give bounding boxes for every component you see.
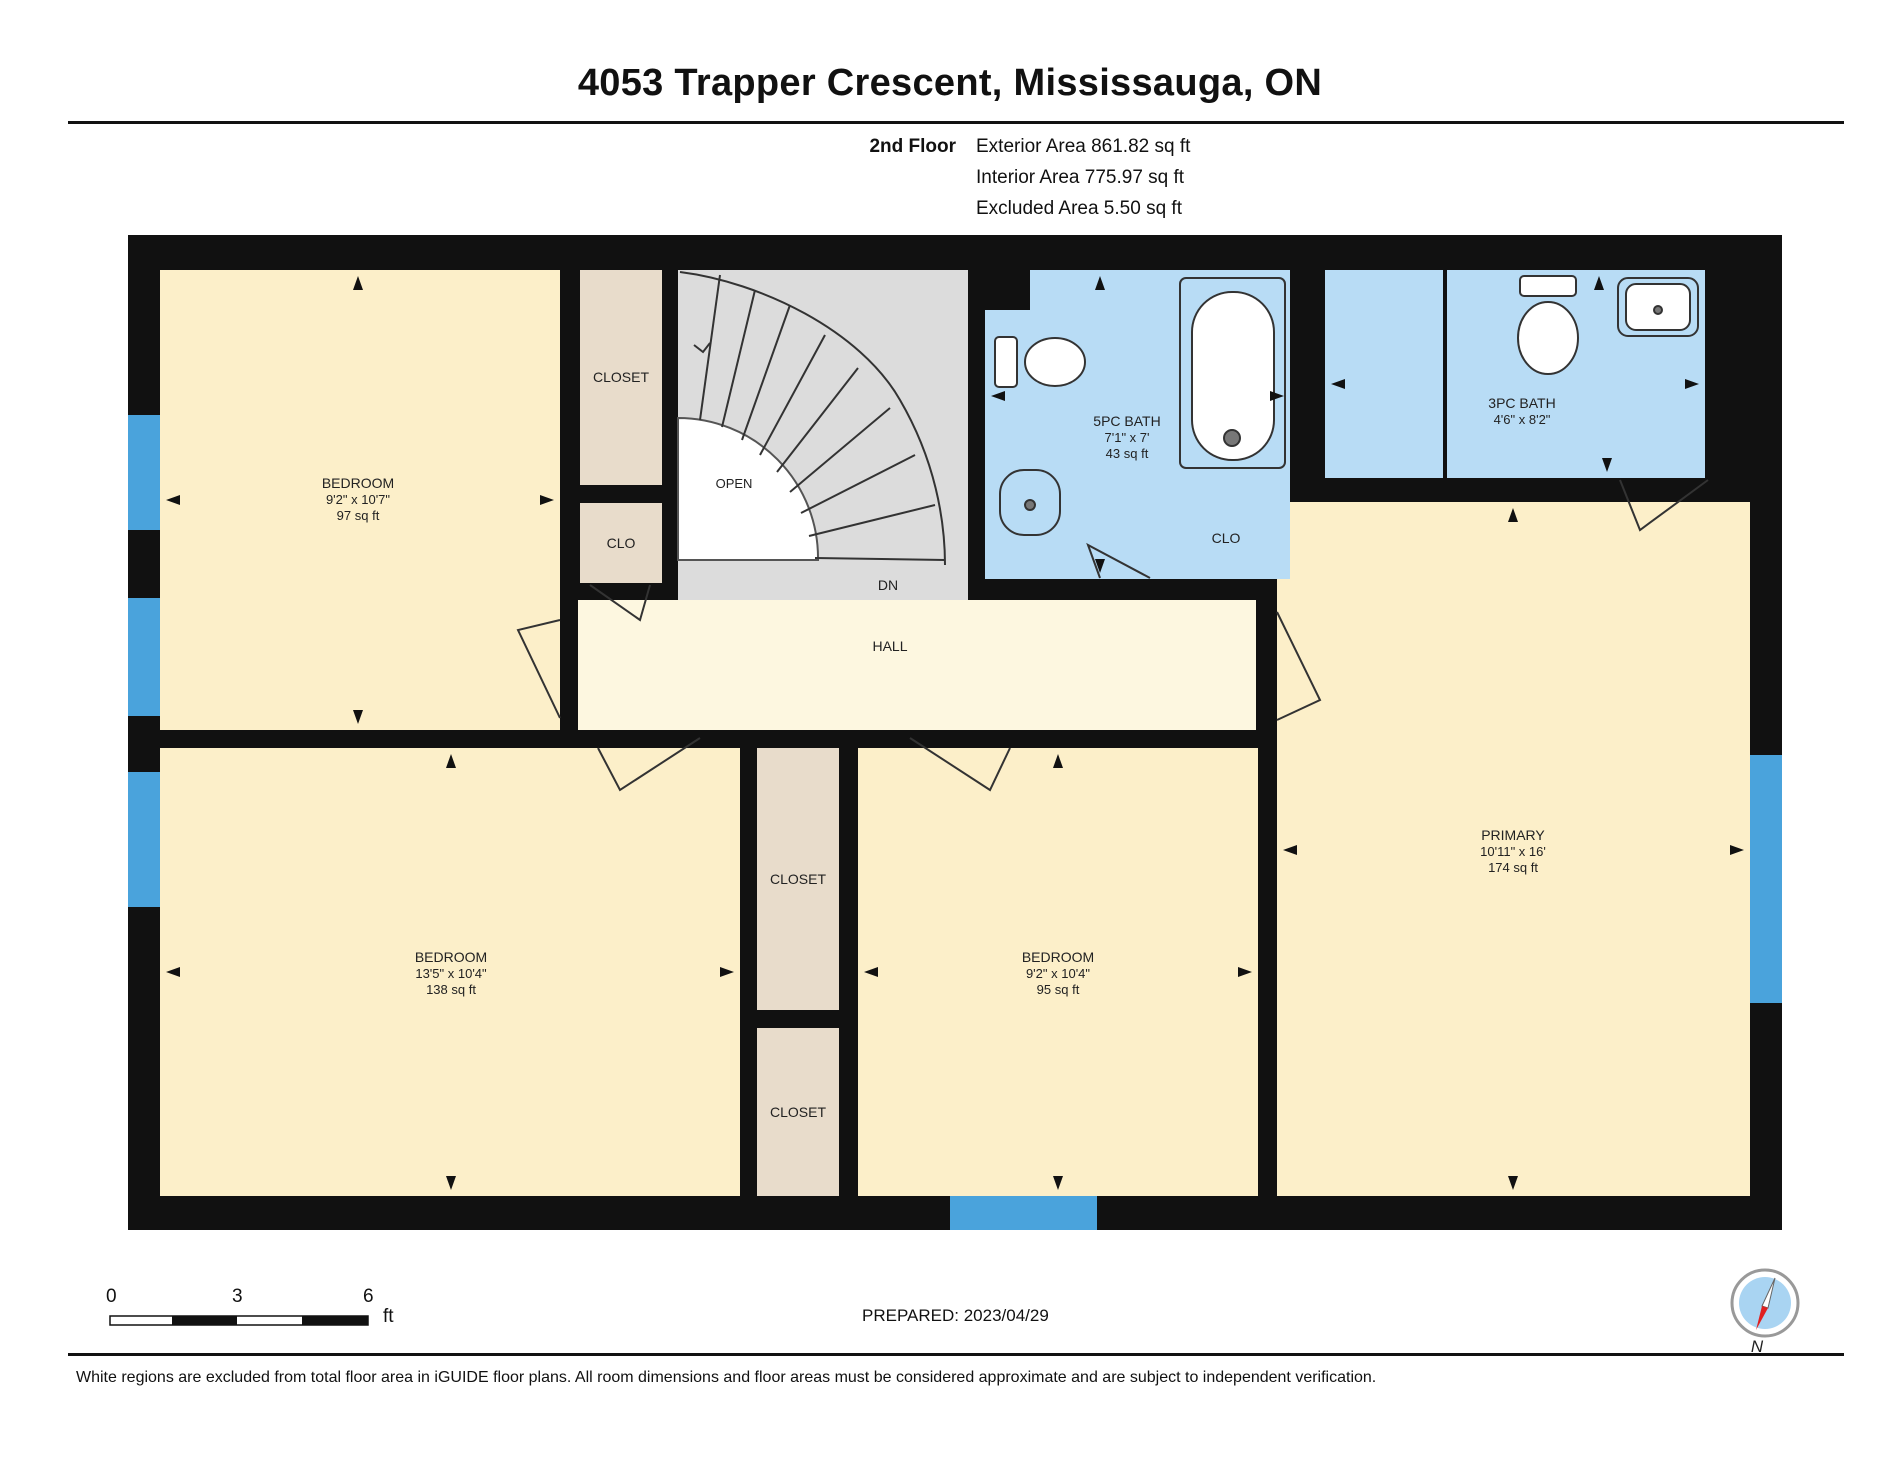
hall-label: HALL [872, 638, 907, 654]
open-label: OPEN [716, 476, 753, 491]
prepared-date: PREPARED: 2023/04/29 [862, 1306, 1049, 1325]
bath-3pc-dims: 4'6" x 8'2" [1494, 412, 1551, 427]
stairs [677, 270, 968, 600]
scale-bar [109, 1315, 369, 1326]
primary-area: 174 sq ft [1488, 860, 1538, 875]
closet-bottom [757, 1028, 839, 1196]
bedroom-nw [160, 270, 560, 730]
compass-icon [1730, 1268, 1800, 1338]
primary-bedroom [1277, 502, 1750, 1196]
stairs-down-label: DN [878, 577, 898, 593]
disclaimer-text: White regions are excluded from total fl… [76, 1369, 1377, 1386]
bath-5pc-dims: 7'1" x 7' [1105, 430, 1150, 445]
scale-unit: ft [383, 1306, 394, 1327]
compass-label: N [1751, 1337, 1764, 1356]
doors [516, 479, 1709, 792]
bottom-rule [68, 1353, 1844, 1356]
scale-zero: 0 [106, 1286, 117, 1307]
closet-mid-label: CLOSET [770, 871, 826, 887]
exterior-area: Exterior Area 861.82 sq ft [976, 136, 1191, 157]
fixtures [994, 275, 1699, 536]
bath-5pc-name: 5PC BATH [1093, 413, 1160, 429]
scale-six: 6 [363, 1286, 374, 1307]
bedroom-nw-name: BEDROOM [322, 475, 394, 491]
primary-dims: 10'11" x 16' [1480, 844, 1546, 859]
top-rule [68, 121, 1844, 124]
closet-top [580, 270, 662, 485]
bedroom-sw-name: BEDROOM [415, 949, 487, 965]
clo-small [580, 503, 662, 583]
closet-bottom-label: CLOSET [770, 1104, 826, 1120]
clo-bath-label: CLO [1212, 530, 1241, 546]
primary-name: PRIMARY [1481, 827, 1545, 843]
closet-mid [757, 748, 839, 1010]
bath-3pc-partition [1443, 270, 1447, 478]
interior-area: Interior Area 775.97 sq ft [976, 167, 1185, 188]
excluded-area: Excluded Area 5.50 sq ft [976, 198, 1182, 219]
bath-5pc-wall-notch [985, 270, 1030, 310]
windows [128, 415, 1782, 1230]
bedroom-sc-dims: 9'2" x 10'4" [1026, 966, 1090, 981]
clo-small-label: CLO [607, 535, 636, 551]
page-title: 4053 Trapper Crescent, Mississauga, ON [577, 62, 1323, 104]
bedroom-nw-dims: 9'2" x 10'7" [326, 492, 390, 507]
scale-three: 3 [232, 1286, 243, 1307]
bedroom-sw-dims: 13'5" x 10'4" [415, 966, 487, 981]
bath-5pc-area: 43 sq ft [1106, 446, 1149, 461]
bedroom-sc [858, 748, 1258, 1196]
bath-3pc-name: 3PC BATH [1488, 395, 1555, 411]
dimension-arrows [166, 276, 1744, 1190]
closet-top-label: CLOSET [593, 369, 649, 385]
bedroom-sw-area: 138 sq ft [426, 982, 476, 997]
hall [578, 600, 1256, 730]
bedroom-nw-area: 97 sq ft [337, 508, 380, 523]
bedroom-sc-name: BEDROOM [1022, 949, 1094, 965]
bedroom-sw [160, 748, 740, 1196]
bedroom-sc-area: 95 sq ft [1037, 982, 1080, 997]
floor-name: 2nd Floor [869, 136, 956, 157]
